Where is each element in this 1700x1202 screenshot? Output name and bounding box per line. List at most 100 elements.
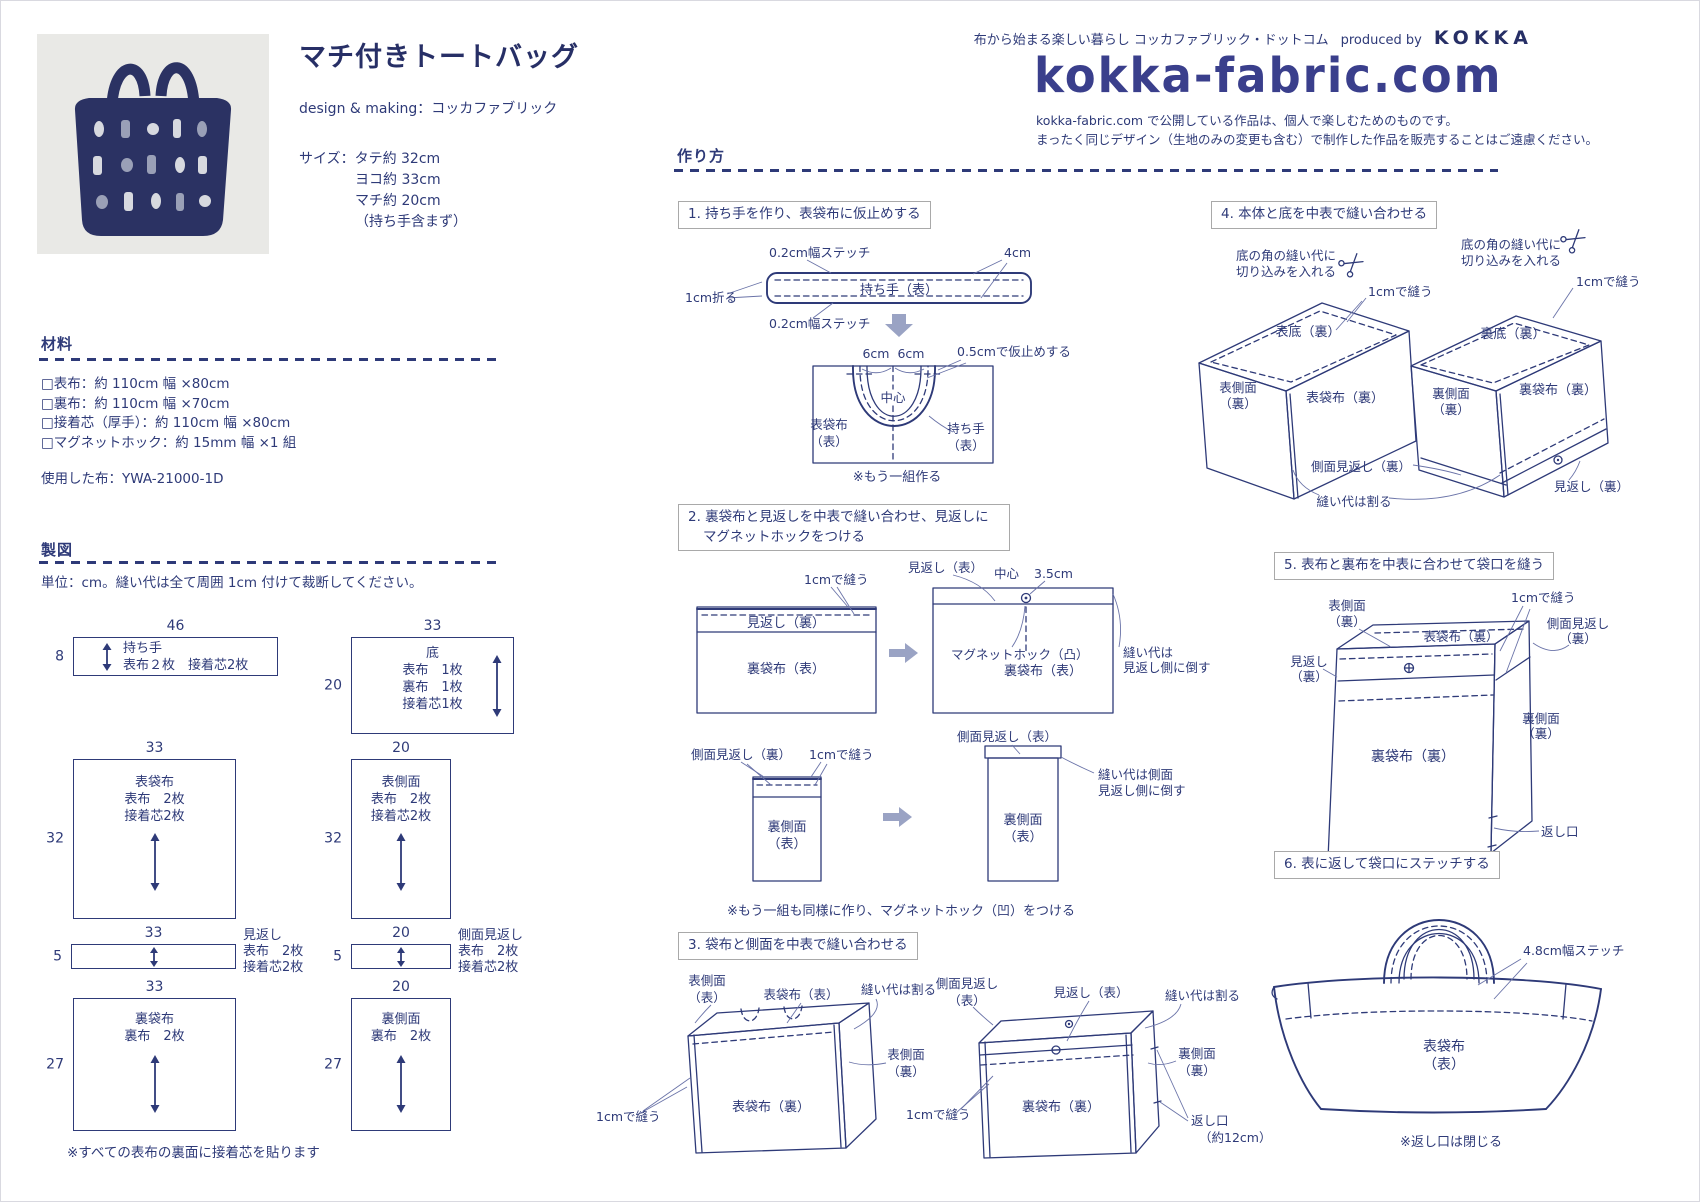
line-shape — [1374, 628, 1526, 634]
path-shape — [1343, 253, 1364, 273]
lining-side-label: 裏側面 — [1432, 386, 1470, 401]
rect-shape — [696, 606, 877, 714]
circle-shape — [1568, 247, 1576, 254]
howto-divider — [674, 169, 1498, 172]
line-shape — [1487, 844, 1497, 848]
seam-fold-label: 縫い代は側面 — [1098, 767, 1173, 782]
usage-note-1: kokka-fabric.com で公開している作品は、個人で楽しむためのもので… — [1036, 113, 1458, 128]
line-shape — [1505, 608, 1531, 674]
clip-corner-label: 切り込みを入れる — [1461, 253, 1561, 268]
material-item: □マグネットホック：約 15mm 幅 ×1 組 — [41, 434, 297, 451]
path-shape — [1410, 365, 1505, 498]
step1-note: ※もう一組作る — [853, 470, 942, 485]
cm6-label: 6cm — [862, 346, 889, 361]
finished-bag-drawing — [1271, 919, 1602, 1114]
pattern-piece-bottom: 33 20 底 表布 1枚 裏布 1枚 接着芯1枚 — [324, 618, 514, 734]
piece-spec: 接着芯2枚 — [458, 960, 519, 975]
line-shape — [937, 359, 962, 371]
seam-fold-label: 縫い代は — [1123, 645, 1173, 660]
piece-spec: 接着芯2枚 — [370, 809, 432, 824]
line-shape — [726, 295, 763, 299]
piece-labels: 見返し 表布 2枚 接着芯2枚 — [243, 928, 373, 976]
outer-body-bottom-box — [1198, 253, 1417, 500]
path-shape — [740, 1007, 760, 1022]
stitch-width-label: 4.8cm幅ステッチ — [1523, 943, 1624, 958]
path-shape — [396, 1055, 406, 1063]
side-facing-front-label: （表） — [948, 993, 986, 1008]
width-dim: 20 — [392, 740, 410, 756]
line-shape — [1153, 1100, 1162, 1104]
side-facing-label: 側面見返し — [1547, 616, 1610, 631]
clip-corner-label: 底の角の縫い代に — [1461, 237, 1561, 252]
center-label: 中心 — [880, 390, 906, 405]
line-shape — [1337, 674, 1495, 682]
ellipse-shape — [175, 157, 185, 173]
grain-arrow-icon — [150, 1055, 159, 1113]
stitch-top-label: 0.2cm幅ステッチ — [769, 245, 870, 260]
pattern-piece-side-facing: 20 5 側面見返し 表布 2枚 接着芯2枚 — [333, 925, 523, 975]
piece-spec: 表布 1枚 — [402, 663, 463, 678]
grain-arrow-icon — [102, 642, 112, 671]
line-shape — [1495, 656, 1531, 681]
line-shape — [926, 362, 967, 379]
path-shape — [1060, 756, 1095, 774]
line-shape — [740, 761, 765, 778]
piece-spec: 裏布 2枚 — [124, 1029, 185, 1044]
path-shape — [1568, 460, 1581, 481]
line-shape — [1307, 982, 1312, 1019]
line-shape — [1125, 1034, 1132, 1153]
circle-shape — [1024, 596, 1028, 600]
path-shape — [1410, 934, 1468, 980]
path-shape — [866, 365, 922, 417]
piece-labels: 持ち手 表布２枚 接着芯2枚 — [123, 640, 248, 674]
side-facing-label: 側面見返し（裏） — [1311, 459, 1411, 474]
line-shape — [814, 763, 828, 786]
path-shape — [150, 833, 159, 841]
lining-side-label: 裏側面 — [1003, 813, 1042, 828]
press-seam-label: 縫い代は割る — [1316, 494, 1391, 509]
rect-shape — [987, 757, 1059, 882]
line-shape — [810, 761, 822, 778]
handle-label: （表） — [947, 438, 985, 453]
ellipse-shape — [94, 121, 104, 137]
seam-fold-label: 見返し側に倒す — [1123, 660, 1211, 675]
line-shape — [1338, 694, 1494, 702]
outer-side-back-label: 表側面 — [887, 1047, 925, 1062]
height-dim: 20 — [324, 677, 342, 693]
lining-side-label: 裏側面 — [767, 820, 806, 835]
height-dim: 32 — [46, 830, 64, 847]
circle-shape — [1020, 592, 1032, 604]
path-shape — [396, 883, 406, 891]
lining-bag-label: 裏袋布（裏） — [1371, 748, 1455, 765]
facing-front-label: 見返し（表） — [908, 560, 983, 575]
drafting-note: 単位：cm。縫い代は全て周囲 1cm 付けて裁断してください。 — [41, 575, 423, 591]
piece-name: 底 — [425, 646, 439, 661]
down-arrow-icon — [885, 314, 913, 337]
line-shape — [1488, 815, 1498, 819]
page-title: マチ付きトートバッグ — [299, 42, 579, 73]
outer-side-back-label: （裏） — [887, 1064, 925, 1079]
path-shape — [1403, 929, 1475, 980]
scissors-icon — [1560, 229, 1586, 254]
size-info: サイズ：タテ約 32cm ヨコ約 33cm マチ約 20cm （持ち手含まず） — [299, 149, 467, 233]
magnet-label: マグネットホック（凸） — [951, 647, 1089, 662]
path-shape — [1388, 474, 1501, 500]
path-shape — [1412, 464, 1462, 476]
outer-bag-label: （表） — [810, 434, 848, 449]
line-shape — [1501, 428, 1607, 484]
grain-arrow-icon — [492, 654, 502, 717]
line-shape — [1499, 605, 1524, 652]
path-shape — [106, 62, 200, 105]
piece-labels: 側面見返し 表布 2枚 接着芯2枚 — [458, 928, 588, 976]
path-shape — [1147, 1060, 1177, 1066]
path-shape — [1320, 1108, 1547, 1114]
path-shape — [1398, 933, 1480, 984]
grain-arrow-icon — [397, 946, 405, 967]
lining-side-label: （表） — [1003, 830, 1042, 845]
cm4-label: 4cm — [1004, 245, 1031, 260]
size-line-2: ヨコ約 33cm — [355, 172, 441, 188]
grain-arrow-icon — [396, 833, 406, 891]
line-shape — [638, 1086, 688, 1115]
line-shape — [1289, 393, 1299, 499]
line-shape — [746, 763, 772, 786]
